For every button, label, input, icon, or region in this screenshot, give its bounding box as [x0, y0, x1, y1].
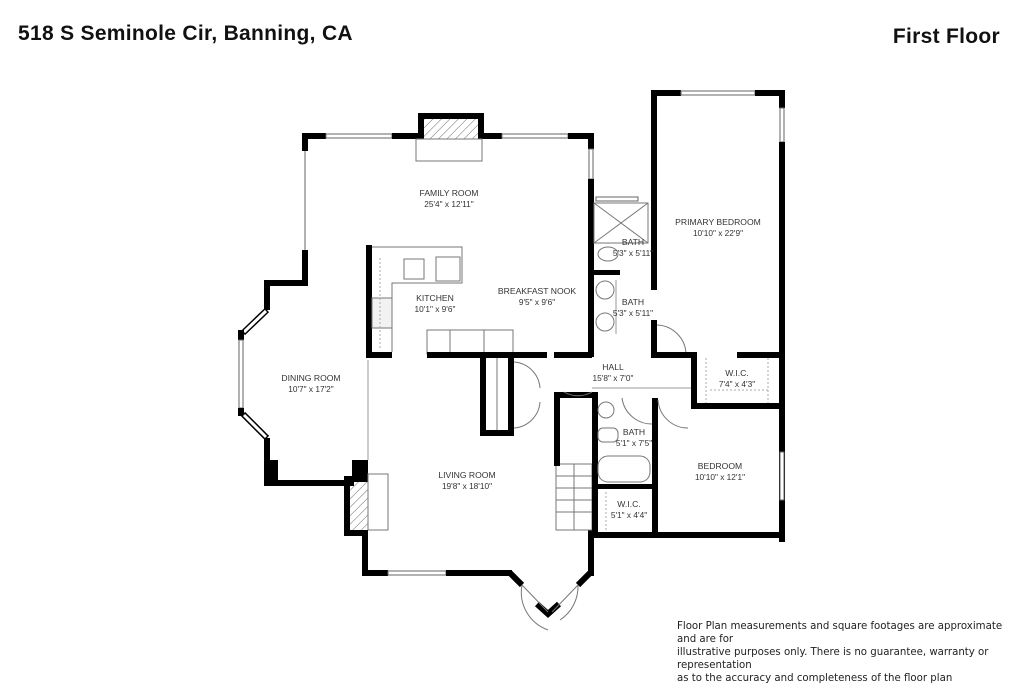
room-labels: FAMILY ROOM 25'4" x 12'11" KITCHEN 10'1"… — [281, 188, 760, 520]
room-dim-bath-2: 5'3" x 5'11" — [613, 308, 653, 318]
family-room-walls — [302, 113, 594, 284]
disclaimer-line-2: illustrative purposes only. There is no … — [677, 647, 989, 671]
room-dim-living-room: 19'8" x 18'10" — [442, 481, 492, 491]
room-name-living-room: LIVING ROOM — [438, 470, 495, 480]
room-name-bath-1: BATH — [622, 237, 644, 247]
primary-bedroom-walls — [651, 90, 785, 542]
room-name-kitchen: KITCHEN — [416, 293, 454, 303]
room-name-dining-room: DINING ROOM — [281, 373, 340, 383]
baths-upper — [588, 90, 657, 357]
room-name-wic-2: W.I.C. — [617, 499, 640, 509]
room-dim-family-room: 25'4" x 12'11" — [424, 199, 474, 209]
baths-lower — [592, 392, 785, 538]
floor-label: First Floor — [892, 25, 1000, 48]
room-dim-wic-1: 7'4" x 4'3" — [719, 379, 755, 389]
dining-room-walls — [238, 280, 368, 486]
address-title: 518 S Seminole Cir, Banning, CA — [18, 22, 353, 45]
room-dim-breakfast-nook: 9'5" x 9'6" — [519, 297, 555, 307]
room-name-bath-3: BATH — [623, 427, 645, 437]
room-dim-bath-1: 5'3" x 5'11" — [613, 248, 653, 258]
disclaimer-line-1: Floor Plan measurements and square foota… — [677, 621, 1003, 645]
room-dim-dining-room: 10'7" x 17'2" — [288, 384, 334, 394]
room-name-bath-2: BATH — [622, 297, 644, 307]
kitchen-walls — [366, 245, 592, 436]
disclaimer: Floor Plan measurements and square foota… — [677, 620, 1022, 685]
room-dim-bath-3: 5'1" x 7'5" — [616, 438, 652, 448]
living-room-walls — [344, 360, 598, 631]
room-name-bedroom: BEDROOM — [698, 461, 742, 471]
room-dim-wic-2: 5'1" x 4'4" — [611, 510, 647, 520]
room-dim-primary-bedroom: 10'10" x 22'9" — [693, 228, 743, 238]
room-dim-hall: 15'8" x 7'0" — [593, 373, 634, 383]
hall-walls — [563, 352, 785, 409]
room-dim-bedroom: 10'10" x 12'1" — [695, 472, 745, 482]
room-name-wic-1: W.I.C. — [725, 368, 748, 378]
room-name-family-room: FAMILY ROOM — [420, 188, 479, 198]
room-name-primary-bedroom: PRIMARY BEDROOM — [675, 217, 761, 227]
room-name-breakfast-nook: BREAKFAST NOOK — [498, 286, 576, 296]
disclaimer-line-3: as to the accuracy and completeness of t… — [677, 673, 953, 684]
room-dim-kitchen: 10'1" x 9'6" — [415, 304, 456, 314]
room-name-hall: HALL — [602, 362, 624, 372]
